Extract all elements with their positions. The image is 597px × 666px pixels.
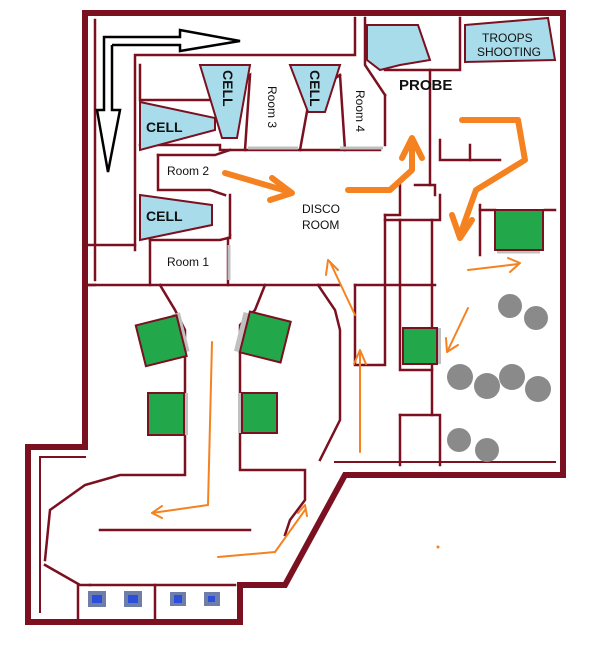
- orange-route-arrow-icon: [353, 349, 367, 453]
- orange-route-arrow-icon: [445, 307, 469, 353]
- crates: [134, 209, 544, 436]
- orange-route-arrows: [151, 117, 528, 558]
- green-crate-icon: [402, 327, 441, 365]
- floor-vent-icon: [124, 591, 142, 607]
- cell-top-2: [288, 64, 342, 113]
- green-crate-icon: [233, 310, 292, 364]
- cell-label-top-2: CELL: [307, 70, 323, 107]
- cell-label-left-top: CELL: [146, 119, 183, 135]
- boulder-icon: [474, 373, 500, 399]
- outer-walls: [25, 10, 566, 625]
- orange-route-arrow-icon: [325, 259, 356, 316]
- black-route-arrow-icon: [95, 28, 241, 173]
- boulder-icon: [499, 364, 525, 390]
- cell-left-top: [139, 100, 216, 152]
- cell-probe-corner: [366, 24, 432, 72]
- cell-label-left-bottom: CELL: [146, 208, 183, 224]
- cell-top-1: [198, 64, 252, 139]
- troops-shooting-label-line2: SHOOTING: [477, 45, 541, 59]
- orange-route-arrow-icon: [345, 135, 425, 193]
- boulder-icon: [524, 306, 548, 330]
- green-crate-icon: [494, 209, 544, 251]
- green-crate-icon: [134, 312, 190, 368]
- cell-troops: [464, 16, 557, 64]
- floor-vent-icon: [170, 592, 186, 606]
- floor-vent-icon: [204, 592, 220, 606]
- inner-walls: [43, 16, 557, 622]
- boulder-icon: [475, 438, 499, 462]
- cell-label-top-1: CELL: [220, 70, 236, 107]
- floor-vents: [88, 591, 220, 607]
- room-labels: CELL CELL CELL CELL Room 3 Room 4 Room 2…: [146, 31, 541, 269]
- cell-left-bottom: [139, 193, 213, 242]
- boulder-icon: [525, 376, 551, 402]
- cells: [139, 16, 557, 242]
- orange-route-arrow-icon: [151, 341, 213, 519]
- orange-route-arrow-icon: [222, 170, 295, 203]
- boulder-icon: [447, 364, 473, 390]
- boulder-icon: [498, 294, 522, 318]
- disco-room-label-line2: ROOM: [302, 218, 339, 232]
- green-crate-icon: [147, 392, 188, 436]
- orange-route-arrow-icon: [449, 117, 528, 241]
- door-strips: [227, 146, 540, 280]
- room-3-label: Room 3: [265, 86, 279, 128]
- probe-label: PROBE: [399, 77, 452, 94]
- troops-shooting-label: TROOPS: [482, 31, 533, 45]
- room-2-label: Room 2: [167, 164, 209, 178]
- floor-vent-icon: [88, 591, 106, 607]
- orange-route-arrow-icon: [217, 504, 308, 558]
- room-4-label: Room 4: [353, 90, 367, 132]
- boulder-icon: [447, 428, 471, 452]
- orange-route-arrow-icon: [467, 257, 521, 273]
- green-crate-icon: [238, 392, 278, 434]
- boulders: [447, 294, 551, 462]
- disco-room-label: DISCO: [302, 202, 340, 216]
- room-1-label: Room 1: [167, 255, 209, 269]
